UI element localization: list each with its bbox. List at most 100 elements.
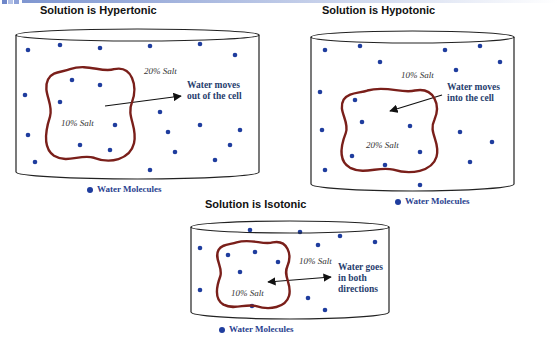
salt-concentration: 10% Salt <box>298 256 333 267</box>
water-molecule <box>148 168 153 173</box>
water-molecule <box>298 230 303 235</box>
water-flow-arrow <box>105 96 181 106</box>
water-molecule <box>383 163 388 168</box>
water-molecule <box>98 46 103 51</box>
water-flow-arrow <box>268 277 331 282</box>
header-square <box>2 0 7 4</box>
beaker-rim <box>191 221 389 233</box>
water-molecule <box>318 90 323 95</box>
cell-outline <box>217 241 290 308</box>
water-molecule <box>26 48 31 53</box>
water-molecule <box>58 43 63 48</box>
water-molecule <box>323 48 328 53</box>
water-molecule <box>173 150 178 155</box>
callout-holder: Water moves out of the cell <box>187 80 253 102</box>
callout-text: Water moves into the cell <box>447 82 509 104</box>
water-molecule <box>443 48 448 53</box>
water-molecule <box>378 60 383 65</box>
legend-text: Water Molecules <box>229 324 294 335</box>
beaker: Solution is Hypotonic10% Salt20% Salt <box>310 30 515 192</box>
water-molecule <box>323 168 328 173</box>
legend-swatch <box>219 327 225 333</box>
water-molecule <box>58 100 63 105</box>
header-decoration <box>2 0 558 4</box>
water-molecule <box>78 143 83 148</box>
legend-entry: Water Molecules <box>87 184 162 195</box>
salt-concentration-holder: 10% Salt <box>60 118 95 129</box>
water-molecule <box>233 53 238 58</box>
water-molecule <box>23 93 28 98</box>
water-molecule <box>458 130 463 135</box>
water-molecule <box>198 288 203 293</box>
water-molecule <box>248 228 253 233</box>
cell-outline <box>341 89 437 172</box>
beaker-wall <box>311 37 514 191</box>
solution-heading-holder: Solution is Hypotonic <box>322 4 435 17</box>
salt-concentration-holder: 10% Salt <box>230 288 265 299</box>
salt-concentration-holder: 10% Salt <box>298 256 333 267</box>
salt-concentration-holder: 20% Salt <box>143 66 178 77</box>
callout-holder: Water goes in both directions <box>338 262 388 295</box>
water-molecule <box>338 234 343 239</box>
water-molecule <box>418 150 423 155</box>
water-molecule <box>238 128 243 133</box>
cell-membrane <box>40 63 140 166</box>
salt-concentration: 10% Salt <box>60 118 95 129</box>
water-molecule <box>350 154 355 159</box>
header-square <box>14 0 19 4</box>
water-molecule <box>198 246 203 251</box>
cell-outline <box>46 67 135 160</box>
callout-holder: Water moves into the cell <box>447 82 509 104</box>
water-molecule <box>353 98 358 103</box>
beaker-wall <box>16 35 259 179</box>
beaker: Solution is Hypertonic20% Salt10% Salt <box>15 28 260 180</box>
water-molecule <box>198 42 203 47</box>
water-molecule <box>198 123 203 128</box>
salt-concentration-holder: 20% Salt <box>365 140 400 151</box>
header-square <box>8 0 13 4</box>
water-molecule <box>213 158 218 163</box>
legend-swatch <box>395 199 401 205</box>
water-molecule <box>166 130 171 135</box>
water-molecule <box>408 124 413 129</box>
water-molecule <box>108 148 113 153</box>
water-molecule <box>360 120 365 125</box>
water-molecule <box>33 160 38 165</box>
solution-heading: Solution is Isotonic <box>205 198 306 211</box>
water-molecule <box>98 83 103 88</box>
water-molecule <box>316 243 321 248</box>
cell: 20% Salt <box>335 85 443 177</box>
water-molecule <box>478 44 483 49</box>
callout-text: Water goes in both directions <box>338 262 388 295</box>
cell-membrane <box>335 85 443 177</box>
water-molecule <box>468 160 473 165</box>
solution-heading-holder: Solution is Hypertonic <box>40 4 157 17</box>
water-molecule <box>306 296 311 301</box>
cell: 10% Salt <box>212 238 294 312</box>
water-molecule <box>323 308 328 313</box>
water-molecule <box>498 60 503 65</box>
water-molecule <box>228 143 233 148</box>
cell-membrane <box>212 238 294 312</box>
beaker-rim <box>16 29 259 41</box>
solution-heading: Solution is Hypertonic <box>40 4 157 17</box>
header-bar <box>22 0 558 3</box>
beaker-wall <box>191 227 389 319</box>
cell: 10% Salt <box>40 63 140 166</box>
legend-swatch <box>87 187 93 193</box>
salt-concentration: 10% Salt <box>230 288 265 299</box>
legend-entry: Water Molecules <box>395 196 470 207</box>
solution-heading: Solution is Hypotonic <box>322 4 435 17</box>
water-molecule <box>490 140 495 145</box>
water-molecule <box>358 44 363 49</box>
salt-concentration: 20% Salt <box>143 66 178 77</box>
salt-concentration: 20% Salt <box>365 140 400 151</box>
water-molecule <box>70 78 75 83</box>
beaker-outline <box>15 28 260 180</box>
salt-concentration: 10% Salt <box>400 70 435 81</box>
legend-entry: Water Molecules <box>219 324 294 335</box>
water-molecule <box>418 183 423 188</box>
water-molecule <box>148 44 153 49</box>
